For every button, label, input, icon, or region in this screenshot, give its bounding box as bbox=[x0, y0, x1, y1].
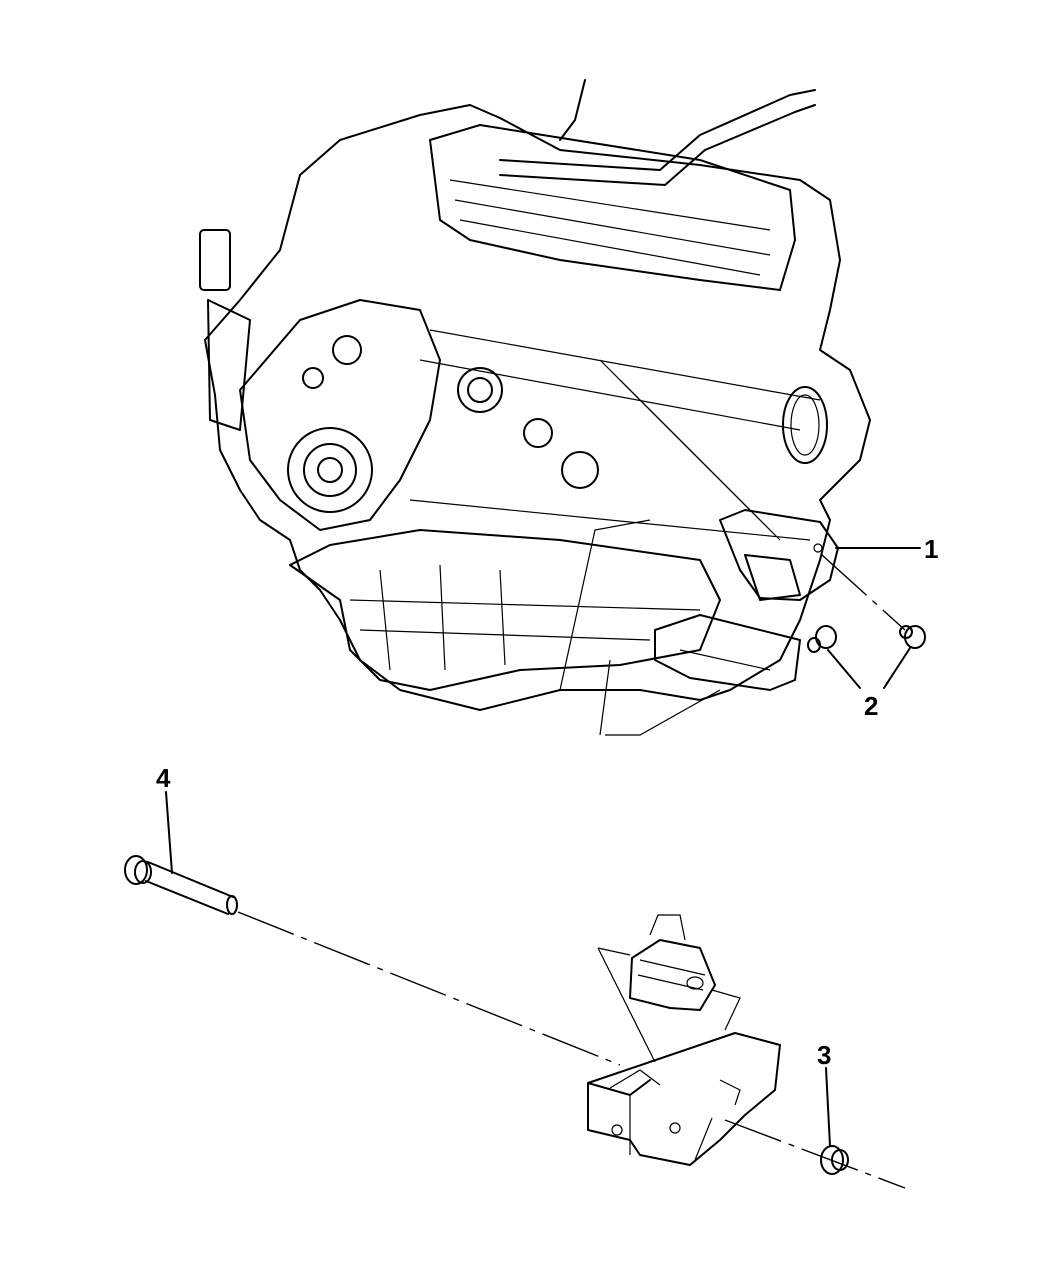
bolt-2b bbox=[883, 625, 926, 689]
callout-label-1: 1 bbox=[924, 534, 939, 564]
engine-mount-insulator bbox=[597, 914, 741, 1063]
frame-bracket bbox=[587, 1032, 781, 1166]
callout-label-4: 4 bbox=[156, 763, 171, 793]
through-bolt-4 bbox=[124, 791, 621, 1066]
callout-label-3: 3 bbox=[817, 1040, 832, 1070]
bolt-2a bbox=[807, 625, 861, 689]
engine-assembly bbox=[199, 79, 871, 736]
callout-label-2: 2 bbox=[864, 691, 879, 721]
callout-1-leader bbox=[821, 547, 921, 631]
nut-3 bbox=[724, 1067, 906, 1189]
